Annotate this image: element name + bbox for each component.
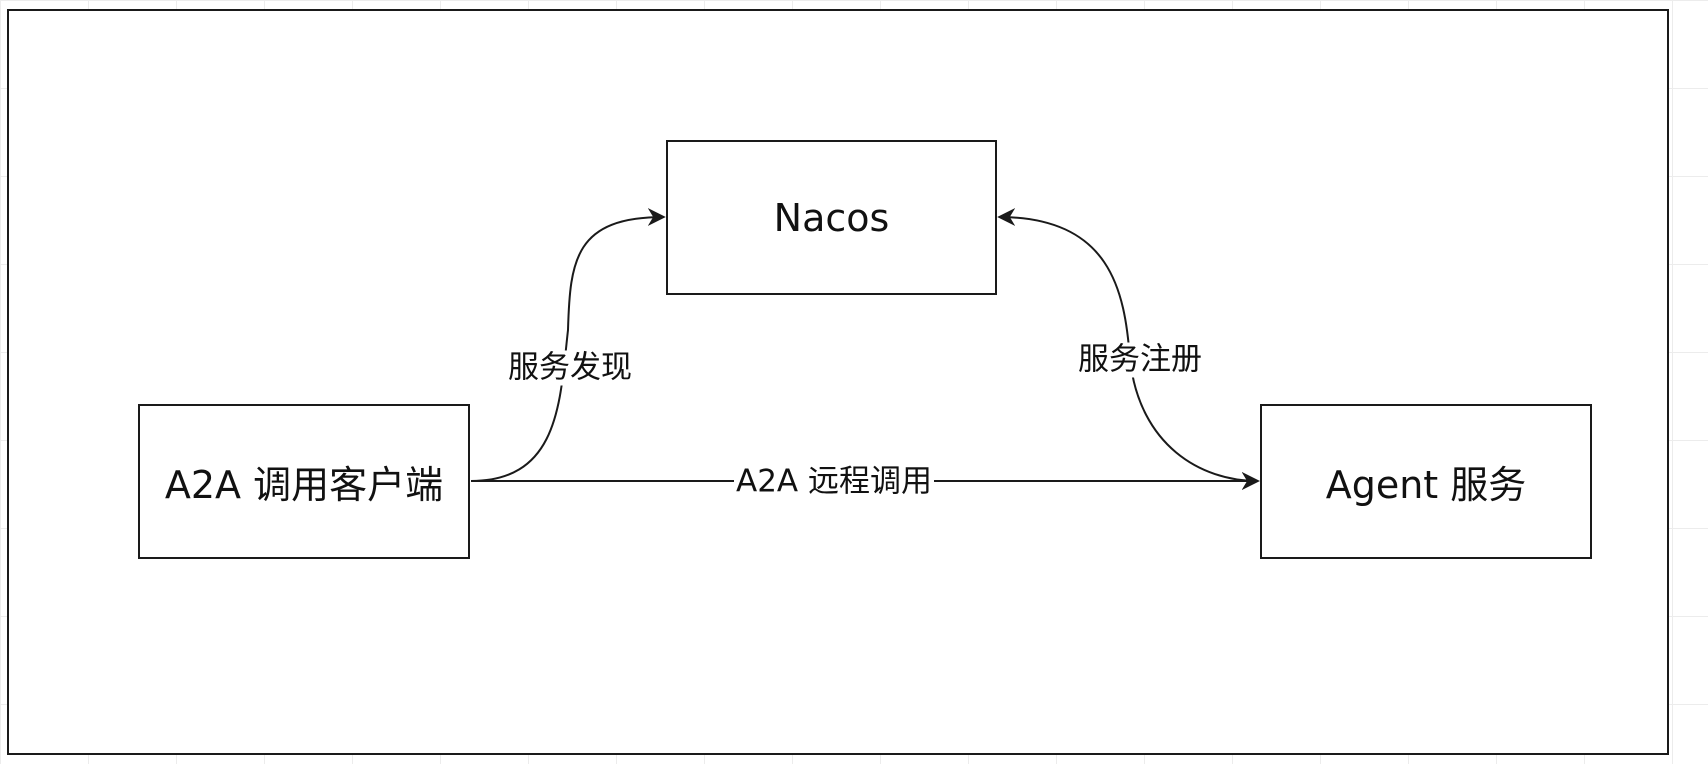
- edge-label-remote-call: A2A 远程调用: [734, 463, 934, 500]
- node-nacos-label: Nacos: [773, 195, 890, 240]
- node-a2a-client-label: A2A 调用客户端: [164, 463, 444, 507]
- edge-discovery: [470, 208, 666, 482]
- node-agent-service: Agent 服务: [1260, 404, 1592, 559]
- edge-label-discovery: 服务发现: [506, 349, 634, 386]
- node-nacos: Nacos: [666, 140, 997, 295]
- diagram-frame: [7, 9, 1669, 755]
- node-a2a-client: A2A 调用客户端: [138, 404, 470, 559]
- node-agent-service-label: Agent 服务: [1325, 463, 1527, 507]
- edge-label-register: 服务注册: [1076, 341, 1204, 378]
